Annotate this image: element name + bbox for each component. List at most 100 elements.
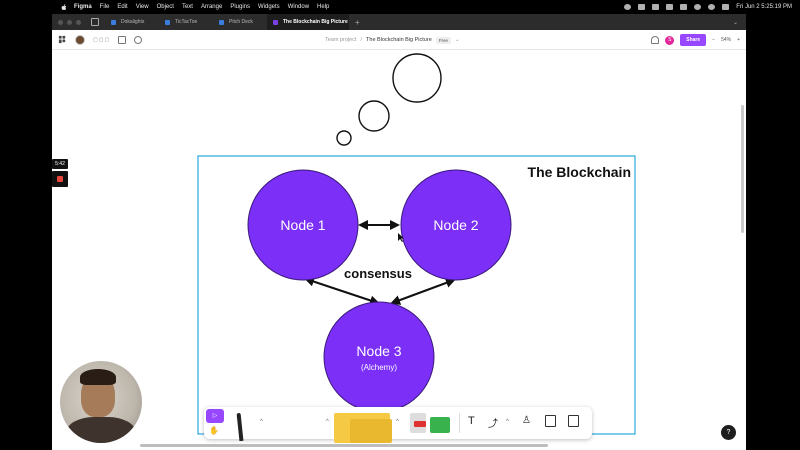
presenter-body xyxy=(66,417,136,443)
whiteboard-drawing: The Blockchain Node 1 Node 2 Node 3 (Alc… xyxy=(197,53,636,435)
apple-icon[interactable] xyxy=(60,3,68,11)
tab-label: The Blockchain Big Picture xyxy=(283,19,348,25)
presenter-hair xyxy=(80,369,116,385)
sticky-note-stack-icon xyxy=(350,419,392,443)
wifi-icon[interactable] xyxy=(694,4,702,10)
select-tool-icon[interactable]: ▷ xyxy=(206,409,224,423)
node-label: Node 2 xyxy=(433,217,478,233)
vertical-scrollbar[interactable] xyxy=(741,105,744,233)
status-area: Fri Jun 2 5:25:19 PM xyxy=(624,0,792,14)
battery-icon[interactable] xyxy=(680,4,688,10)
menu-plugins[interactable]: Plugins xyxy=(230,4,250,10)
figjam-file-icon xyxy=(273,19,278,25)
headphones-icon[interactable] xyxy=(651,36,660,44)
marker-tool-icon[interactable] xyxy=(236,412,244,442)
chevron-down-icon[interactable]: ⌄ xyxy=(732,19,738,26)
thought-bubble-large[interactable] xyxy=(392,53,442,103)
node-sublabel: (Alchemy) xyxy=(361,363,397,372)
avatar[interactable] xyxy=(75,34,85,45)
webcam-overlay xyxy=(60,361,142,443)
menu-window[interactable]: Window xyxy=(287,4,310,10)
maximize-window-button[interactable] xyxy=(76,19,81,25)
menu-edit[interactable]: Edit xyxy=(117,4,128,10)
file-icon xyxy=(165,19,170,25)
search-icon[interactable] xyxy=(708,4,716,10)
horizontal-scrollbar[interactable] xyxy=(140,444,548,447)
node-label: Node 3 xyxy=(356,343,401,359)
menu-file[interactable]: File xyxy=(99,4,110,10)
share-button[interactable]: Share xyxy=(680,34,707,46)
chevron-up-icon[interactable]: ^ xyxy=(396,419,399,425)
chevron-up-icon[interactable]: ^ xyxy=(260,419,263,425)
main-menu-icon[interactable] xyxy=(58,35,67,44)
display-icon[interactable] xyxy=(652,4,660,10)
new-tab-button[interactable]: + xyxy=(355,17,360,27)
consensus-label[interactable]: consensus xyxy=(344,266,412,281)
breadcrumb: Team project / The Blockchain Big Pictur… xyxy=(325,30,460,50)
home-icon[interactable] xyxy=(91,18,99,26)
frame-title: The Blockchain xyxy=(528,164,631,180)
menu-widgets[interactable]: Widgets xyxy=(258,4,280,10)
thought-bubble-medium[interactable] xyxy=(358,100,390,132)
tab-dokalights[interactable]: Dokalights xyxy=(105,14,159,30)
tab-label: Dokalights xyxy=(121,19,145,25)
sticker-icon xyxy=(414,421,426,427)
recording-timer: 5:42 xyxy=(52,159,68,169)
canvas[interactable]: The Blockchain Node 1 Node 2 Node 3 (Alc… xyxy=(52,50,746,450)
clock[interactable]: Fri Jun 2 5:25:19 PM xyxy=(736,4,792,10)
text-tool-icon[interactable]: T xyxy=(468,415,475,427)
window-controls xyxy=(58,19,81,25)
bluetooth-icon[interactable] xyxy=(666,4,674,10)
close-window-button[interactable] xyxy=(58,19,63,25)
menu-object[interactable]: Object xyxy=(156,4,174,10)
file-icon xyxy=(111,19,116,25)
file-icon xyxy=(219,19,224,25)
menu-arrange[interactable]: Arrange xyxy=(200,4,223,10)
thought-bubble-small[interactable] xyxy=(336,130,352,146)
user-avatar[interactable]: S xyxy=(665,35,675,45)
layout-icon[interactable] xyxy=(118,35,127,44)
chevron-up-icon[interactable]: ^ xyxy=(506,419,509,425)
menu-text[interactable]: Text xyxy=(181,4,193,10)
more-tools-icon[interactable]: ▢▢▢ xyxy=(93,36,111,43)
breadcrumb-project[interactable]: Team project xyxy=(325,37,357,43)
zoom-in-button[interactable]: + xyxy=(737,37,740,43)
control-center-icon[interactable] xyxy=(722,4,730,10)
breadcrumb-separator: / xyxy=(360,37,363,43)
table-tool-icon[interactable] xyxy=(568,415,579,427)
menu-help[interactable]: Help xyxy=(317,4,330,10)
dropbox-icon[interactable] xyxy=(638,4,646,10)
hand-tool-icon[interactable]: ✋ xyxy=(209,426,219,435)
node-2[interactable] xyxy=(400,169,512,281)
node-label: Node 1 xyxy=(280,217,325,233)
tab-label: Pitch Deck xyxy=(229,19,253,25)
node-1[interactable] xyxy=(247,169,359,281)
zoom-out-button[interactable]: − xyxy=(712,37,716,43)
menu-app-name[interactable]: Figma xyxy=(74,4,92,10)
tool-dock: ▷ ✋ ^ ^ ^ T ⤴ ^ ♙ xyxy=(204,407,592,443)
sticker-tool-icon[interactable] xyxy=(430,417,450,433)
file-name[interactable]: The Blockchain Big Picture xyxy=(366,37,432,43)
tab-tictactoe[interactable]: TicTacToe xyxy=(159,14,213,30)
record-status-icon[interactable] xyxy=(624,4,632,10)
stamp-person-icon[interactable]: ♙ xyxy=(522,415,531,426)
chevron-up-icon[interactable]: ^ xyxy=(326,419,329,425)
section-tool-icon[interactable] xyxy=(545,415,556,427)
tab-bar: Dokalights TicTacToe Pitch Deck The Bloc… xyxy=(52,14,746,30)
divider xyxy=(459,413,460,433)
tab-pitch-deck[interactable]: Pitch Deck xyxy=(213,14,267,30)
arrow-node2-node3[interactable] xyxy=(390,278,456,305)
menu-view[interactable]: View xyxy=(135,4,149,10)
comment-icon[interactable] xyxy=(134,35,143,44)
chevron-down-icon[interactable]: ⌄ xyxy=(455,37,460,43)
plan-badge: Free xyxy=(435,36,452,44)
help-button[interactable]: ? xyxy=(721,425,736,440)
connector-tool-icon[interactable]: ⤴ xyxy=(488,419,498,430)
menu-bar: Figma File Edit View Object Text Arrange… xyxy=(0,0,800,14)
zoom-level[interactable]: 54% xyxy=(721,37,732,43)
arrow-node1-node3[interactable] xyxy=(304,276,380,306)
stop-recording-button[interactable] xyxy=(52,171,68,187)
minimize-window-button[interactable] xyxy=(67,19,72,25)
tab-label: TicTacToe xyxy=(175,19,198,25)
tab-the-blockchain-big-picture[interactable]: The Blockchain Big Picture xyxy=(267,14,349,30)
